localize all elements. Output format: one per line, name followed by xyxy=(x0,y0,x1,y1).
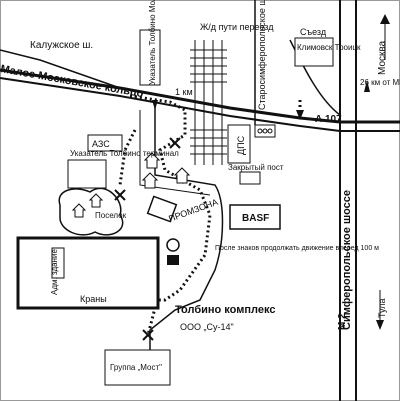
houses xyxy=(71,152,191,218)
label-railway: Ж/д пути переезд xyxy=(200,22,274,32)
most-group-box xyxy=(104,349,171,386)
label-azs: АЗС xyxy=(92,139,110,149)
label-m2: М 2 xyxy=(337,313,348,330)
label-simferopol: Симферопольское шоссе xyxy=(341,190,353,330)
label-kaluzhskoe: Калужское ш. xyxy=(30,40,93,51)
label-molodezhny: Указатель Толбино Молодежный xyxy=(148,0,157,85)
label-note: После знаков продолжать движение вперед … xyxy=(215,245,379,252)
route-dotted-main xyxy=(129,94,212,302)
kaluzhskoe-road xyxy=(0,49,121,89)
label-tolbino-complex: Толбино комплекс xyxy=(175,304,275,316)
local-road-outer xyxy=(149,105,224,360)
promzona-building xyxy=(146,195,178,223)
admin-building xyxy=(51,247,65,279)
terminal-sign xyxy=(67,159,107,189)
label-settlement: Поселок xyxy=(95,211,127,220)
complex-building xyxy=(16,236,160,310)
label-terminal: Указатель Толбино терминал xyxy=(70,149,179,158)
label-basf: BASF xyxy=(242,213,269,224)
label-moscow: Москва xyxy=(377,40,388,75)
label-starosimferopol: Старосимферопольское ш. xyxy=(257,0,267,110)
local-road-inner xyxy=(139,110,211,196)
ring-road-outer xyxy=(0,68,400,124)
basf-building xyxy=(229,204,281,230)
label-sezd: Съезд xyxy=(300,27,327,37)
ring-road-inner xyxy=(0,77,400,132)
closed-post-box xyxy=(239,171,261,185)
dps-box xyxy=(227,124,251,164)
traffic-light xyxy=(254,124,276,138)
label-klimovsk: Климовск Троицк xyxy=(297,43,361,52)
circle-sign-icon xyxy=(166,238,180,252)
label-mkad: 26 км от МКАД xyxy=(360,78,400,87)
label-most-group: Группа „Мост" xyxy=(110,363,162,372)
label-tula: Тула xyxy=(377,298,387,318)
route-dotted-terminal xyxy=(118,129,137,186)
square-sign-icon xyxy=(167,255,179,265)
label-closed-post: Закрытый пост xyxy=(228,163,284,172)
azs-box xyxy=(87,134,123,152)
railway-crossing xyxy=(190,40,227,165)
label-cranes: Краны xyxy=(80,294,107,304)
label-admin: Адм. здание xyxy=(50,249,59,295)
klimovsk-sign xyxy=(294,37,334,67)
settlement-area xyxy=(58,187,124,236)
label-a107: А 107 xyxy=(315,114,342,125)
label-dps: ДПС xyxy=(236,135,246,155)
molodezhny-sign xyxy=(139,29,161,86)
label-ooo: ООО „Су-14" xyxy=(180,322,234,332)
label-one-km: 1 км xyxy=(175,87,193,97)
